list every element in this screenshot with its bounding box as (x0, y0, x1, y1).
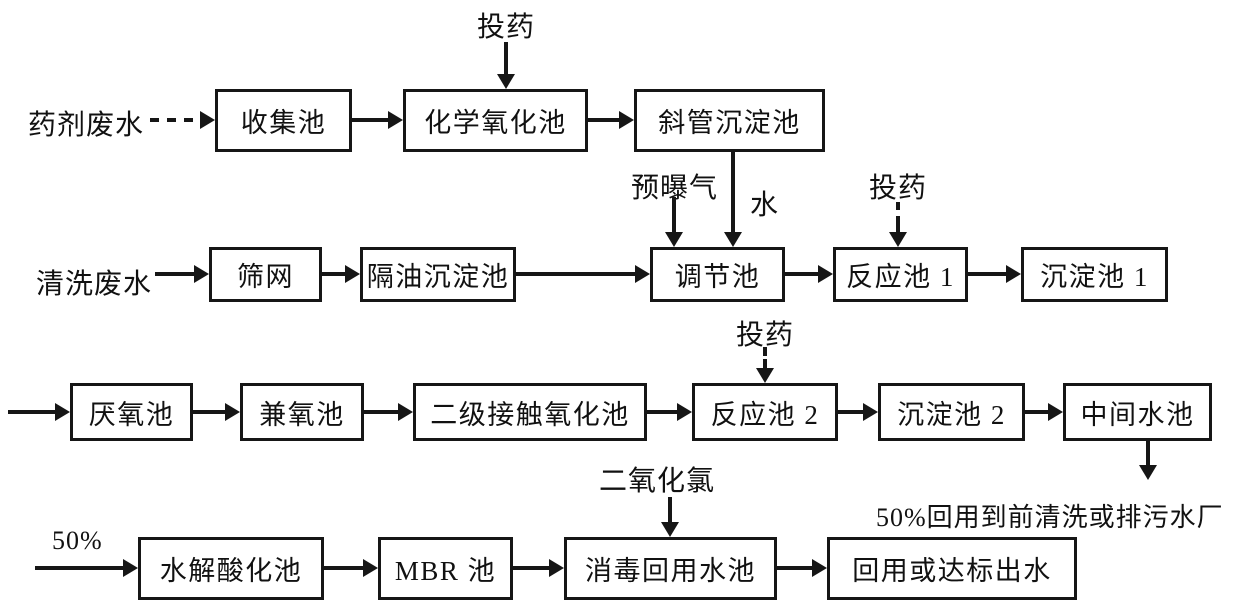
arrow-secondary-to-reaction2 (647, 403, 692, 421)
node-screen: 筛网 (209, 247, 322, 302)
arrow-dosing-to-reaction2 (756, 359, 774, 383)
arrow-cleaning-to-screen (155, 265, 209, 283)
arrow-reaction1-to-sediment1 (968, 265, 1021, 283)
arrow-dosing-to-chemox (497, 42, 515, 89)
label-reuse-note: 50%回用到前清洗或排污水厂 (876, 503, 1224, 532)
node-oil-separation-sedimentation-tank: 隔油沉淀池 (360, 247, 516, 302)
arrow-pharma-to-collection (150, 111, 215, 129)
node-inclined-tube-sedimentation-tank: 斜管沉淀池 (634, 89, 825, 152)
node-intermediate-water-tank: 中间水池 (1063, 383, 1212, 441)
label-dosing-2: 投药 (868, 173, 927, 204)
label-water: 水 (750, 190, 780, 221)
arrow-facultative-to-secondary (364, 403, 413, 421)
node-facultative-tank: 兼氧池 (240, 383, 364, 441)
node-sedimentation-tank-1: 沉淀池 1 (1021, 247, 1168, 302)
node-collection-tank: 收集池 (215, 89, 352, 152)
arrow-fifty-to-hydrolysis (35, 559, 138, 577)
arrow-anaerobic-to-facultative (193, 403, 240, 421)
label-chlorine-dioxide: 二氧化氯 (599, 466, 716, 497)
arrow-inlet-to-anaerobic (8, 403, 70, 421)
label-dosing-3: 投药 (735, 320, 794, 351)
arrow-chemox-to-inclined (588, 111, 634, 129)
arrow-disinfect-to-outlet (777, 559, 827, 577)
arrow-screen-to-oilsep (322, 265, 360, 283)
label-dosing-1: 投药 (476, 12, 535, 43)
arrow-mbr-to-disinfect (513, 559, 564, 577)
arrow-regulating-to-reaction1 (785, 265, 833, 283)
node-reaction-tank-1: 反应池 1 (833, 247, 968, 302)
arrow-sediment2-to-intermediate (1025, 403, 1063, 421)
arrow-dosing-to-reaction1-dash (896, 202, 900, 210)
arrow-chlorine-to-disinfect (661, 497, 679, 537)
arrow-preaeration-to-regulating (665, 197, 683, 247)
label-fifty-percent: 50% (52, 526, 103, 555)
arrow-oilsep-to-regulating (516, 265, 650, 283)
node-mbr-tank: MBR 池 (378, 537, 513, 600)
arrow-water-to-regulating (724, 152, 742, 247)
arrow-dosing-to-reaction2-dash (763, 347, 767, 356)
node-disinfection-reuse-tank: 消毒回用水池 (564, 537, 777, 600)
label-cleaning-wastewater: 清洗废水 (36, 269, 153, 300)
node-reaction-tank-2: 反应池 2 (692, 383, 838, 441)
arrow-dosing-to-reaction1 (889, 216, 907, 247)
node-secondary-contact-oxidation-tank: 二级接触氧化池 (413, 383, 647, 441)
node-regulating-tank: 调节池 (650, 247, 785, 302)
arrow-reaction2-to-sediment2 (838, 403, 878, 421)
node-hydrolysis-acidification-tank: 水解酸化池 (138, 537, 324, 600)
node-anaerobic-tank: 厌氧池 (70, 383, 193, 441)
label-pharma-wastewater: 药剂废水 (28, 110, 145, 141)
node-chemical-oxidation-tank: 化学氧化池 (403, 89, 588, 152)
arrow-intermediate-down (1139, 441, 1157, 480)
node-reuse-or-standard-effluent: 回用或达标出水 (827, 537, 1077, 600)
node-sedimentation-tank-2: 沉淀池 2 (878, 383, 1025, 441)
arrow-collection-to-chemox (352, 111, 403, 129)
arrow-hydrolysis-to-mbr (324, 559, 378, 577)
